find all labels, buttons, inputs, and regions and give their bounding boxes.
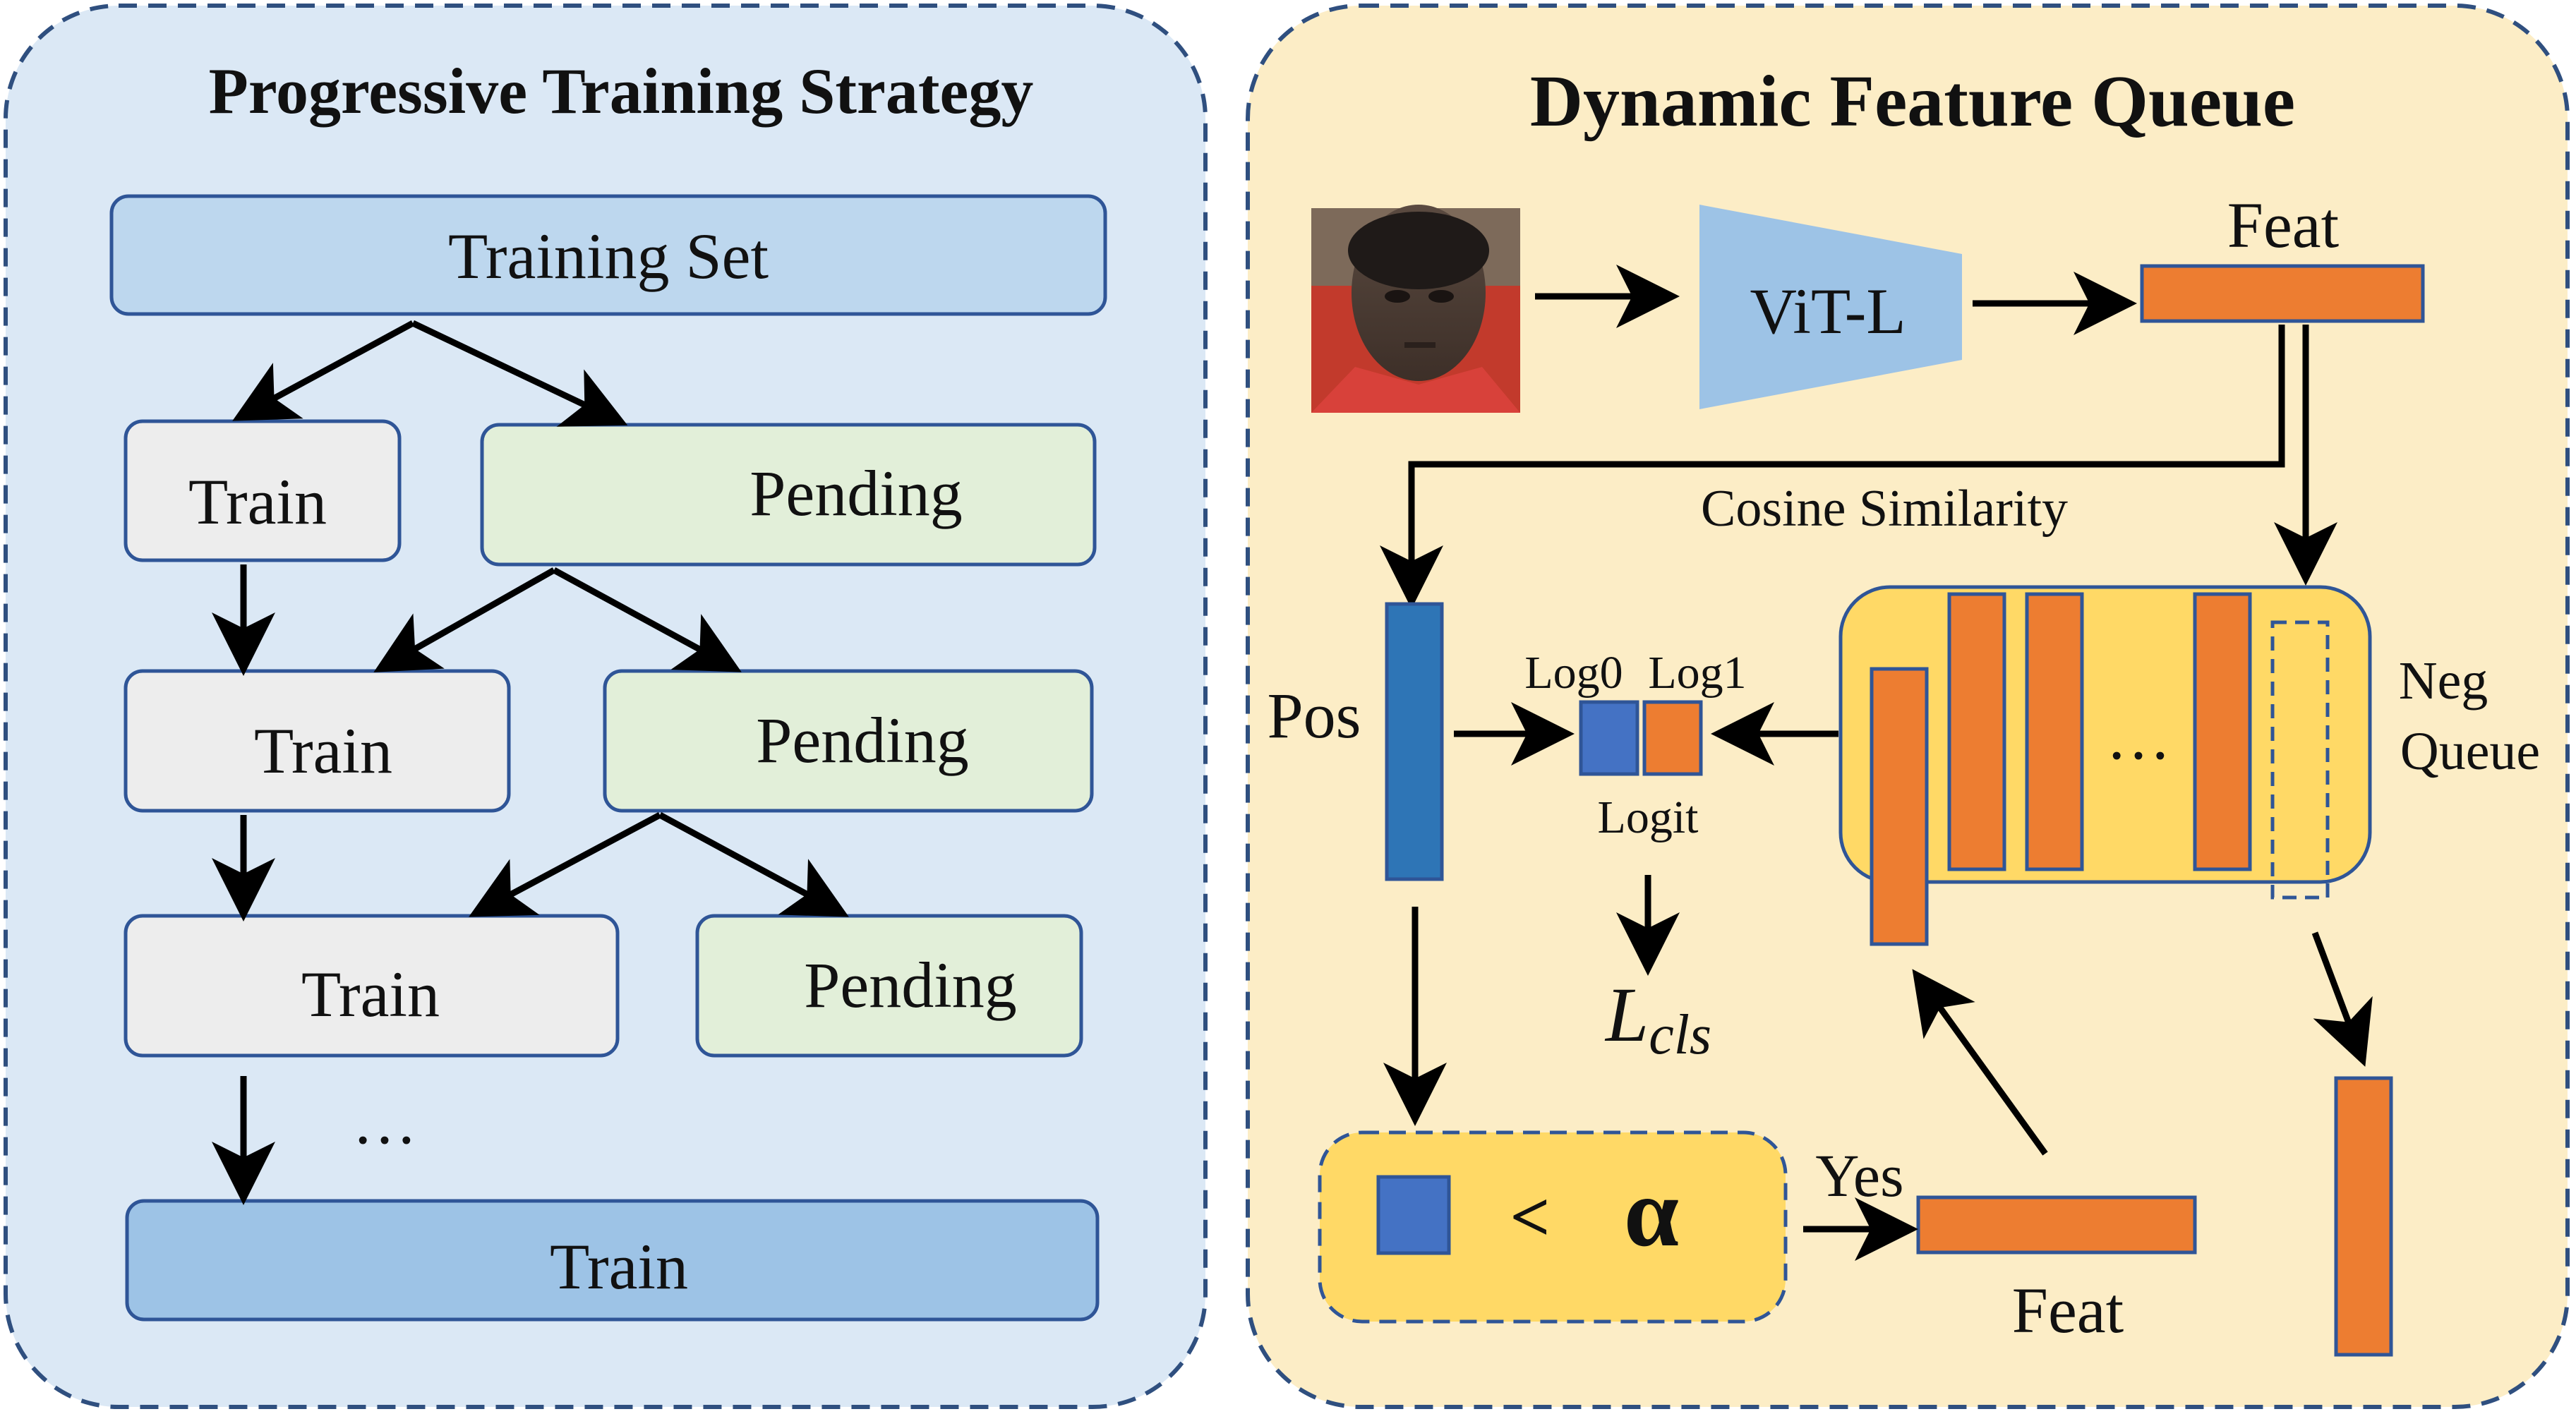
train-box-3	[124, 914, 620, 1058]
queue-slot-dequeued	[2270, 620, 2330, 900]
queue-item-3	[2193, 592, 2252, 871]
arrow-feat-to-queue-enqueue	[1912, 969, 2048, 1156]
yes-label: Yes	[1815, 1142, 1903, 1209]
arrow-pending1-to-train2	[373, 567, 556, 672]
pos-bar	[1385, 602, 1444, 881]
arrow-set-to-pending1	[411, 320, 628, 427]
arrow-pending2-to-pending3	[658, 812, 849, 917]
queue-label: Queue	[2400, 722, 2540, 781]
logit-label: Logit	[1598, 792, 1699, 843]
queue-item-1	[1947, 592, 2006, 871]
feat-top-bar	[2140, 264, 2425, 323]
feat-top-label: Feat	[2227, 189, 2340, 261]
threshold-score-square	[1376, 1175, 1451, 1255]
alpha-symbol: α	[1624, 1158, 1679, 1267]
train-box-2	[124, 669, 511, 813]
right-panel-title: Dynamic Feature Queue	[1530, 61, 2295, 142]
arrow-queue-to-dequeued	[2311, 931, 2373, 1067]
feat-bottom-label: Feat	[2012, 1274, 2124, 1346]
log1-label: Log1	[1648, 647, 1746, 699]
face-photo-icon	[1311, 205, 1520, 413]
log0-box	[1579, 700, 1639, 776]
training-set-label: Training Set	[448, 220, 769, 292]
loss-main: L	[1604, 972, 1649, 1058]
left-arrows	[212, 320, 849, 1205]
left-panel: Progressive Training Strategy Training S…	[4, 4, 1208, 1409]
arrow-set-to-train1	[232, 320, 415, 421]
right-panel: Dynamic Feature Queue ViT-L Feat Cosine …	[1246, 4, 2570, 1409]
queue-item-extending	[1870, 667, 1929, 946]
final-train-box	[125, 1199, 1100, 1322]
pending-label-3: Pending	[804, 949, 1017, 1021]
queue-ellipsis: …	[2106, 701, 2171, 773]
dequeued-feat-bar	[2334, 1076, 2393, 1357]
less-than-symbol: <	[1510, 1178, 1551, 1256]
neg-label: Neg	[2399, 651, 2488, 711]
pending-label-2: Pending	[756, 704, 969, 776]
train-label-3: Train	[301, 958, 440, 1030]
arrow-pending2-to-train3	[469, 812, 662, 917]
queue-item-2	[2025, 592, 2084, 871]
cosine-similarity-label: Cosine Similarity	[1701, 480, 2068, 538]
log1-box	[1642, 700, 1703, 776]
pending-box-2	[603, 669, 1094, 813]
arrow-pending1-to-pending2	[552, 567, 742, 672]
feat-bottom-bar	[1916, 1195, 2197, 1255]
pos-label: Pos	[1268, 679, 1361, 751]
vit-encoder-label: ViT-L	[1750, 275, 1906, 347]
pending-box-3	[695, 914, 1083, 1058]
arrow-feat-to-pos	[1380, 325, 2285, 609]
train-label-2: Train	[254, 715, 392, 787]
loss-label: Lcls	[1604, 972, 1711, 1066]
train-label-1: Train	[188, 466, 327, 538]
loss-subscript: cls	[1649, 1004, 1711, 1066]
vit-encoder-shape	[1699, 205, 1962, 409]
log0-label: Log0	[1524, 647, 1623, 699]
train-box-1	[124, 419, 402, 562]
training-set-box	[109, 194, 1107, 316]
final-train-label: Train	[550, 1231, 688, 1303]
pending-box-1	[480, 423, 1097, 567]
left-panel-title: Progressive Training Strategy	[209, 55, 1034, 127]
left-ellipsis: …	[352, 1085, 417, 1157]
pending-label-1: Pending	[750, 457, 963, 529]
